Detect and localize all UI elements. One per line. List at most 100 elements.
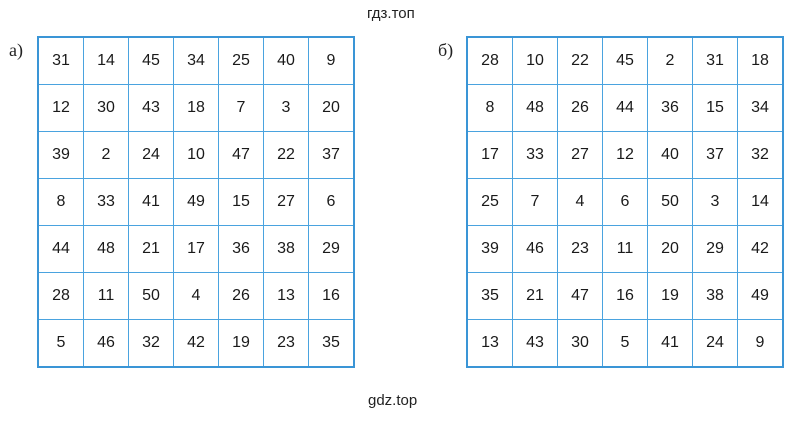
grid-cell: 25	[466, 178, 513, 226]
grid-cell: 35	[308, 319, 355, 368]
grid-cell: 11	[602, 225, 648, 273]
grid-cell: 8	[37, 178, 84, 226]
grid-cell: 3	[263, 84, 309, 132]
grid-cell: 42	[173, 319, 219, 368]
grid-cell: 33	[83, 178, 129, 226]
grid-cell: 36	[218, 225, 264, 273]
grid-cell: 9	[737, 319, 784, 368]
grid-cell: 32	[128, 319, 174, 368]
grid-cell: 33	[512, 131, 558, 179]
grid-cell: 37	[308, 131, 355, 179]
grid-cell: 24	[128, 131, 174, 179]
grid-cell: 44	[602, 84, 648, 132]
grid-cell: 9	[308, 36, 355, 85]
grid-cell: 49	[737, 272, 784, 320]
grid-cell: 47	[218, 131, 264, 179]
grid-cell: 36	[647, 84, 693, 132]
grid-cell: 11	[83, 272, 129, 320]
grid-cell: 8	[466, 84, 513, 132]
grid-cell: 43	[128, 84, 174, 132]
grid-cell: 16	[602, 272, 648, 320]
grid-cell: 26	[218, 272, 264, 320]
grid-cell: 48	[83, 225, 129, 273]
grid-cell: 45	[128, 36, 174, 85]
grid-cell: 22	[557, 36, 603, 85]
grid-cell: 12	[602, 131, 648, 179]
grid-cell: 39	[466, 225, 513, 273]
grid-cell: 41	[647, 319, 693, 368]
grid-cell: 43	[512, 319, 558, 368]
grid-cell: 50	[128, 272, 174, 320]
watermark-top: гдз.топ	[367, 5, 415, 22]
grid-cell: 18	[173, 84, 219, 132]
grid-cell: 4	[173, 272, 219, 320]
grid-cell: 23	[263, 319, 309, 368]
grid-cell: 40	[647, 131, 693, 179]
grid-cell: 31	[692, 36, 738, 85]
grid-cell: 2	[83, 131, 129, 179]
grid-cell: 18	[737, 36, 784, 85]
grid-cell: 41	[128, 178, 174, 226]
grid-cell: 50	[647, 178, 693, 226]
grid-cell: 10	[512, 36, 558, 85]
grid-cell: 22	[263, 131, 309, 179]
grid-cell: 20	[647, 225, 693, 273]
grid-cell: 6	[602, 178, 648, 226]
grid-cell: 28	[466, 36, 513, 85]
grid-cell: 38	[263, 225, 309, 273]
watermark-bottom: gdz.top	[368, 392, 418, 409]
grid-cell: 7	[218, 84, 264, 132]
grid-cell: 13	[466, 319, 513, 368]
grid-cell: 21	[512, 272, 558, 320]
grid-cell: 30	[83, 84, 129, 132]
grid-cell: 44	[37, 225, 84, 273]
grid-cell: 4	[557, 178, 603, 226]
grid-cell: 31	[37, 36, 84, 85]
grid-cell: 40	[263, 36, 309, 85]
grid-cell: 35	[466, 272, 513, 320]
grid-cell: 46	[83, 319, 129, 368]
grid-cell: 19	[647, 272, 693, 320]
grid-cell: 16	[308, 272, 355, 320]
grid-cell: 46	[512, 225, 558, 273]
grid-cell: 21	[128, 225, 174, 273]
grid-cell: 30	[557, 319, 603, 368]
grid-cell: 26	[557, 84, 603, 132]
grid-cell: 32	[737, 131, 784, 179]
grid-cell: 6	[308, 178, 355, 226]
grid-cell: 14	[737, 178, 784, 226]
grid-cell: 27	[557, 131, 603, 179]
grid-cell: 14	[83, 36, 129, 85]
grid-cell: 5	[37, 319, 84, 368]
grid-cell: 48	[512, 84, 558, 132]
grid-cell: 23	[557, 225, 603, 273]
grid-cell: 28	[37, 272, 84, 320]
grid-cell: 10	[173, 131, 219, 179]
grid-cell: 13	[263, 272, 309, 320]
grid-cell: 29	[692, 225, 738, 273]
grid-cell: 24	[692, 319, 738, 368]
grid-cell: 17	[173, 225, 219, 273]
grid-cell: 3	[692, 178, 738, 226]
grid-cell: 25	[218, 36, 264, 85]
grid-cell: 15	[218, 178, 264, 226]
grid-cell: 2	[647, 36, 693, 85]
grid-cell: 27	[263, 178, 309, 226]
grid-cell: 42	[737, 225, 784, 273]
grid-cell: 47	[557, 272, 603, 320]
grid-cell: 37	[692, 131, 738, 179]
